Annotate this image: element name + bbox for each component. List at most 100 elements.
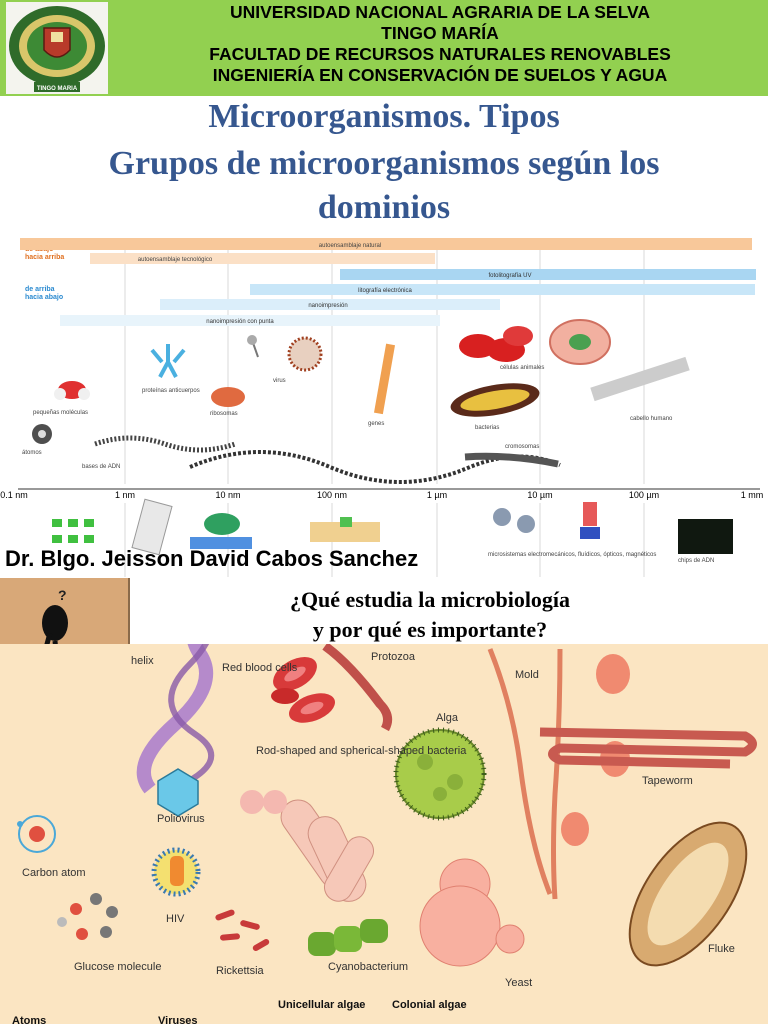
header-text-block: UNIVERSIDAD NACIONAL AGRARIA DE LA SELVA… [112,2,768,86]
bar-label-nanoimprint: nanoimpresión [308,303,347,309]
tick-100um: 100 µm [629,490,659,500]
item-chromosomes: cromosomas [505,444,539,450]
tick-0-1nm: 0.1 nm [0,490,28,500]
label-top-down-1: de arriba [25,286,55,293]
gene-illustration [373,343,396,415]
bar-electron-lithography [250,284,755,295]
dna-chip-illustration [678,519,733,554]
slide-subtitle: Grupos de microorganismos según los domi… [0,142,768,230]
mold-hyphae [487,648,553,895]
item-virus: virus [273,378,286,384]
tick-1nm: 1 nm [115,490,135,500]
carbon-atom-illustration [18,815,56,853]
nanoscale-figure: de abajo hacia arriba de arriba hacia ab… [0,232,768,577]
label-fluke: Fluke [708,943,735,955]
label-mold: Mold [515,669,539,681]
nanotube-illustration [131,498,173,556]
label-carbon-atom: Carbon atom [22,867,86,879]
item-dna-bases: bases de ADN [82,464,120,470]
label-atoms: Atoms [12,1015,46,1024]
label-protozoa: Protozoa [371,651,416,663]
item-ribosomes: ribosomas [210,411,238,417]
bar-uv-photolithography [340,269,756,280]
author-name: Dr. Blgo. Jeisson David Cabos Sanchez [5,546,419,571]
bar-dip-pen [60,315,440,326]
color-bars-illustration [190,537,252,549]
item-bacteria: bacterias [475,425,499,431]
label-colonial-algae: Colonial algae [392,999,467,1011]
molecular-grid-illustration [52,519,94,543]
alga-cell [395,729,485,819]
tick-1um: 1 µm [427,490,447,500]
protein-cluster-illustration [204,513,240,535]
bar-label-tech: autoensamblaje tecnológico [138,257,213,263]
mold-sporangium [596,654,630,694]
spherical-bacterium [240,790,264,814]
header-line-faculty: FACULTAD DE RECURSOS NATURALES RENOVABLE… [209,44,671,64]
bar-natural-self-assembly [20,238,752,250]
item-atoms: átomos [22,450,42,456]
item-hair: cabello humano [630,416,673,422]
label-helix: helix [131,655,154,667]
tick-100nm: 100 nm [317,490,347,500]
item-mems: microsistemas electromecánicos, fluídico… [488,552,656,558]
question-line1: ¿Qué estudia la microbiología [289,587,571,612]
university-logo: TINGO MARIA [6,2,108,94]
item-proteins: proteínas anticuerpos [142,388,200,394]
antibody-illustration [150,344,186,378]
label-yeast: Yeast [505,977,532,989]
gear-illustration-1 [493,508,511,526]
label-cyanobacterium: Cyanobacterium [328,961,408,973]
bar-nanoimprint [160,299,500,310]
bar-label-electron: litografía electrónica [358,288,412,294]
svg-text:?: ? [58,587,67,603]
protozoa-illustration [322,644,393,732]
label-glucose: Glucose molecule [74,961,161,973]
tick-1mm: 1 mm [741,490,764,500]
logo-caption: TINGO MARIA [37,86,78,92]
poliovirus-illustration [157,768,199,817]
item-small-molecules: pequeñas moléculas [33,410,88,416]
item-genes: genes [368,421,384,427]
question-heading: ¿Qué estudia la microbiología y por qué … [230,585,630,645]
transistor-illustration [310,522,380,542]
label-alga: Alga [436,712,459,724]
slide-subtitle-line2: dominios [317,189,451,226]
question-line2: y por qué es importante? [312,617,548,642]
label-rickettsia: Rickettsia [216,965,265,977]
laser-illustration [583,502,597,526]
header-line-program: INGENIERÍA EN CONSERVACIÓN DE SUELOS Y A… [212,65,668,85]
item-dna-chips: chips de ADN [678,558,714,564]
label-unicellular-algae: Unicellular algae [278,999,365,1011]
label-bottom-up-2: hacia arriba [25,254,64,261]
label-red-blood-cells: Red blood cells [222,662,298,674]
cyanobacterium-illustration [308,919,388,956]
label-tapeworm: Tapeworm [642,775,693,787]
label-bacteria: Rod-shaped and spherical-shaped bacteria [256,745,467,757]
university-header: TINGO MARIA UNIVERSIDAD NACIONAL AGRARIA… [0,0,768,96]
tick-10nm: 10 nm [215,490,240,500]
header-line-university: UNIVERSIDAD NACIONAL AGRARIA DE LA SELVA [229,2,651,22]
glucose-molecule-illustration [57,893,118,940]
bar-tech-self-assembly [90,253,435,264]
ribosome-illustration [211,387,245,407]
bar-label-uv: fotolitografía UV [488,273,531,279]
slide-title: Microorganismos. Tipos [208,98,560,135]
item-animal-cells: células animales [500,365,544,371]
microorganisms-panel: helix Red blood cells Protozoa Alga Mold… [0,644,768,1024]
dna-helix-illustration [94,435,236,453]
tick-10um: 10 µm [527,490,552,500]
bar-label-natural: autoensamblaje natural [319,243,381,249]
dna-helix-strand [136,644,214,794]
bar-label-dip-pen: nanoimpresión con punta [206,319,274,325]
hair-illustration [590,356,690,402]
label-top-down-2: hacia abajo [25,294,63,301]
chromosome-illustration [464,452,559,468]
label-hiv: HIV [166,913,185,925]
rickettsia-illustration [215,909,270,951]
header-line-city: TINGO MARÍA [381,23,499,43]
label-viruses: Viruses [158,1015,198,1024]
label-poliovirus: Poliovirus [157,813,205,825]
coronavirus-illustration [287,336,323,372]
tapeworm-body [539,727,757,769]
